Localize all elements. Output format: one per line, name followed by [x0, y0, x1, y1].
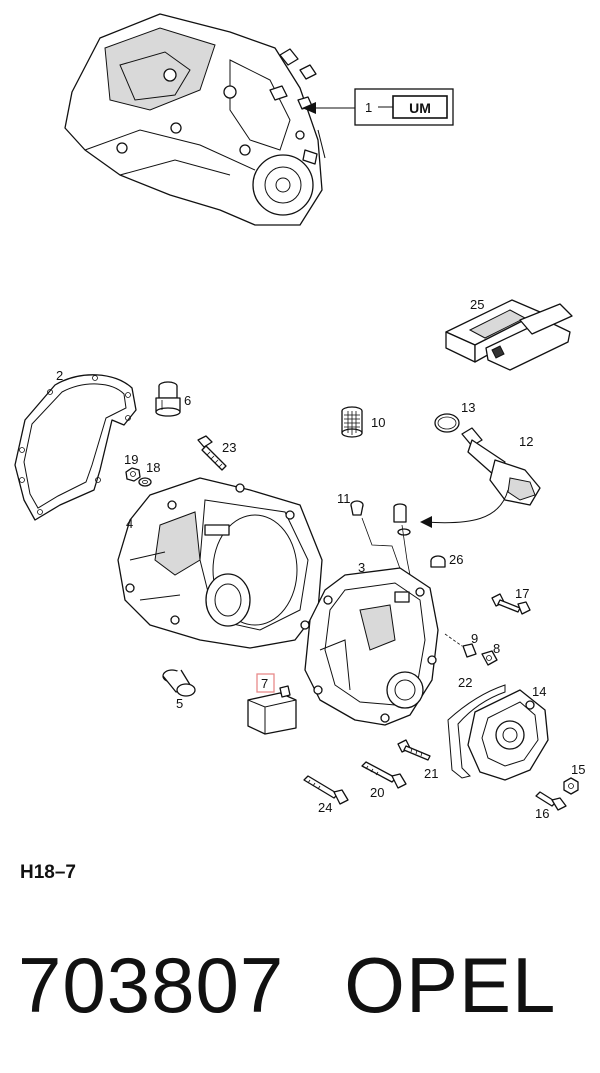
callout-23: 23 [222, 440, 236, 455]
callout-2: 2 [56, 368, 63, 383]
callout-8: 8 [493, 641, 500, 656]
callout-18: 18 [146, 460, 160, 475]
exploded-parts-diagram: 1 UM 25 2 6 [14, 13, 585, 821]
callout-21: 21 [424, 766, 438, 781]
assembly-ref-number: 1 [365, 100, 372, 115]
part-21-bolt [397, 739, 431, 761]
callout-6: 6 [184, 393, 191, 408]
callout-7-highlighted: 7 [261, 676, 268, 691]
callout-22: 22 [458, 675, 472, 690]
part-16-stud [535, 791, 567, 811]
callout-10: 10 [371, 415, 385, 430]
part-2-gasket [14, 374, 137, 521]
diagram-code: H18–7 [20, 862, 76, 883]
part-22-cover-gasket [447, 684, 506, 779]
callout-16: 16 [535, 806, 549, 821]
part-3-transmission-case [304, 567, 439, 726]
callout-5: 5 [176, 696, 183, 711]
callout-3: 3 [358, 560, 365, 575]
part-18-washer [138, 477, 152, 487]
part-6-bushing [155, 381, 181, 417]
callout-15: 15 [571, 762, 585, 777]
callout-17: 17 [515, 586, 529, 601]
callout-9: 9 [471, 631, 478, 646]
callout-11: 11 [337, 491, 351, 506]
part-19-nut [125, 467, 141, 482]
part-23-screw [197, 435, 227, 471]
gearbox-assembly [64, 13, 326, 226]
part-26-cap [430, 555, 446, 568]
part-13-o-ring [434, 413, 460, 433]
part-4-clutch-housing [117, 477, 323, 649]
part-24-long-bolt [303, 775, 349, 805]
brand-name: OPEL [344, 941, 557, 1029]
part-5-screw-plug [162, 669, 196, 697]
part-number: 703807 [18, 941, 285, 1029]
callout-25: 25 [470, 297, 484, 312]
callout-12: 12 [519, 434, 533, 449]
part-17-bolt [491, 593, 531, 615]
part-12-switch [461, 427, 541, 506]
callout-13: 13 [461, 400, 475, 415]
callout-19: 19 [124, 452, 138, 467]
part-10-filter [341, 406, 363, 438]
callout-14: 14 [532, 684, 546, 699]
part-7-component [247, 685, 297, 735]
callout-4: 4 [126, 516, 133, 531]
callout-26: 26 [449, 552, 463, 567]
part-15-nut [563, 777, 579, 795]
part-number-line: 703807 OPEL [18, 940, 556, 1031]
detent-plunger [393, 503, 411, 536]
assembly-reference-label: 1 UM [302, 88, 454, 126]
callout-20: 20 [370, 785, 384, 800]
part-11-plug [350, 500, 364, 516]
part-8-plug [481, 650, 498, 666]
part-20-long-bolt [361, 761, 407, 789]
part-9-pin [462, 643, 477, 658]
callout-24: 24 [318, 800, 332, 815]
part-25-sealant [445, 299, 573, 371]
part-14-housing-cover [467, 689, 549, 781]
assembly-ref-code: UM [409, 100, 431, 116]
